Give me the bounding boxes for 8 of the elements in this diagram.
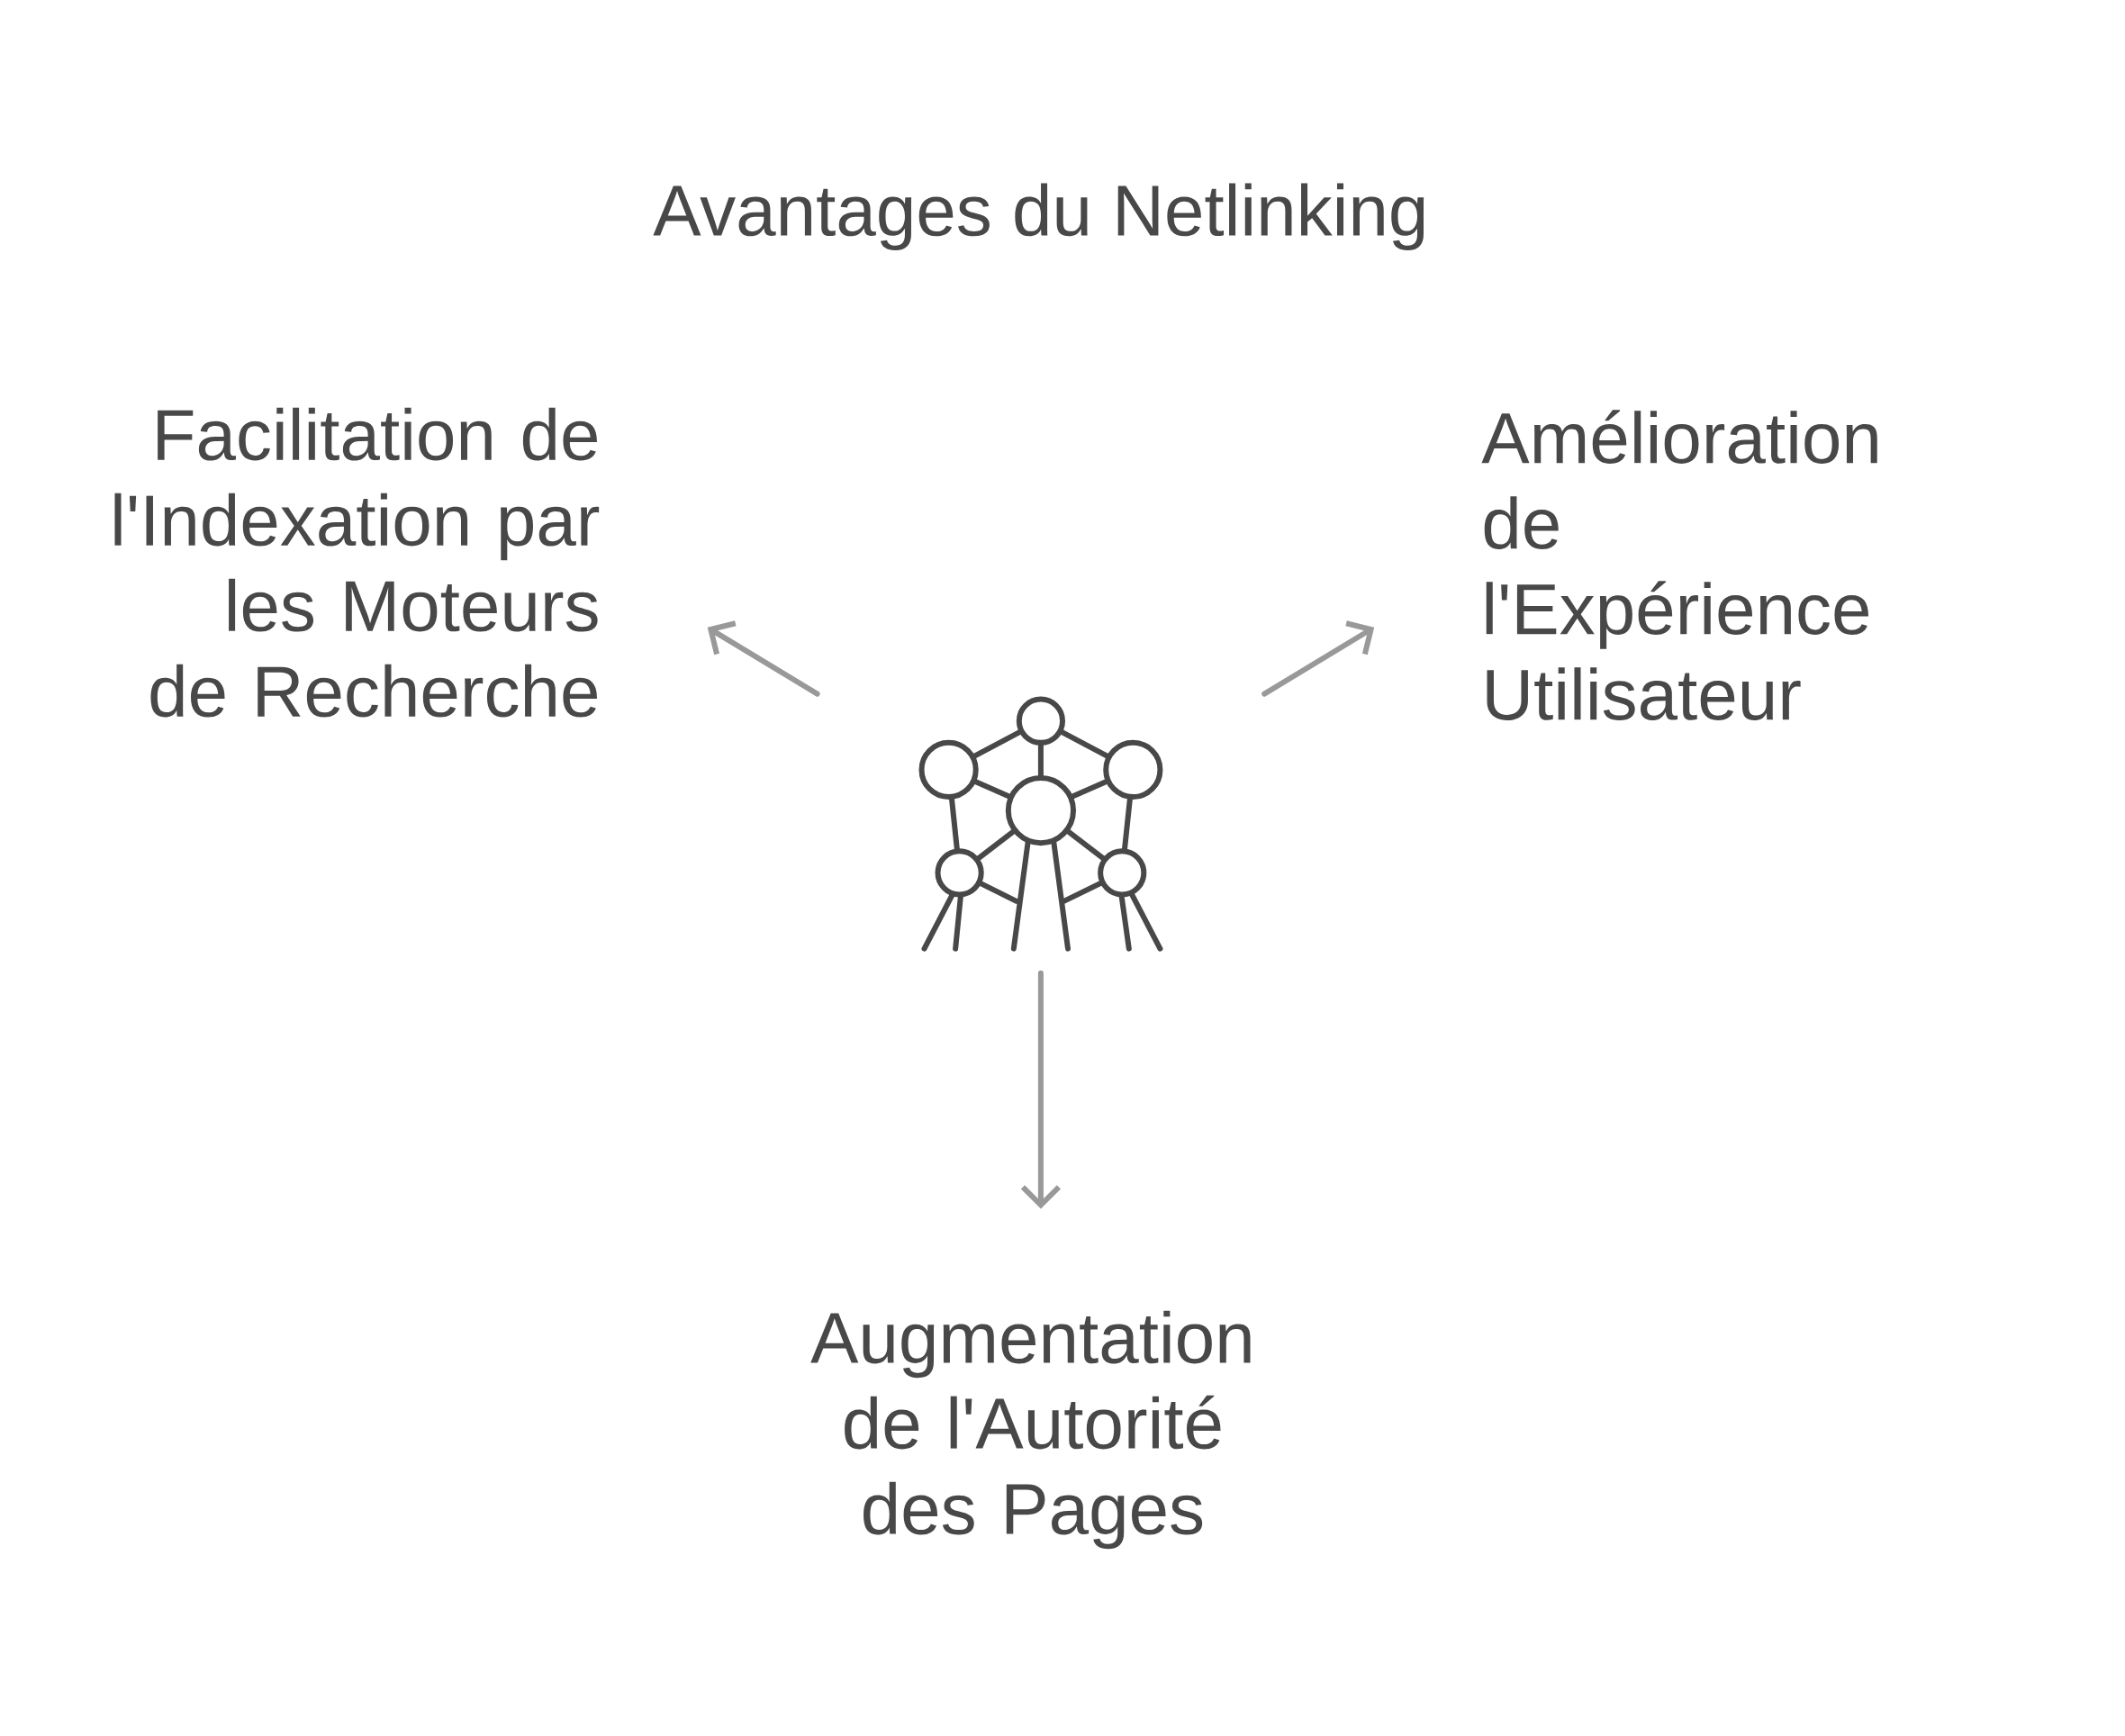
arrow <box>1261 620 1375 697</box>
arrow <box>707 620 820 697</box>
node-label: Amélioration de l'Expérience Utilisateur <box>1481 410 1877 720</box>
building-icon <box>918 696 1163 952</box>
node-label: Augmentation de l'Autorité des Pages <box>810 1310 1251 1550</box>
node-label: Facilitation de l'Indexation par les Moteurs de Recherche <box>114 407 600 718</box>
diagram-title: Avantages du Netlinking <box>653 183 1424 251</box>
arrow <box>1020 970 1062 1209</box>
